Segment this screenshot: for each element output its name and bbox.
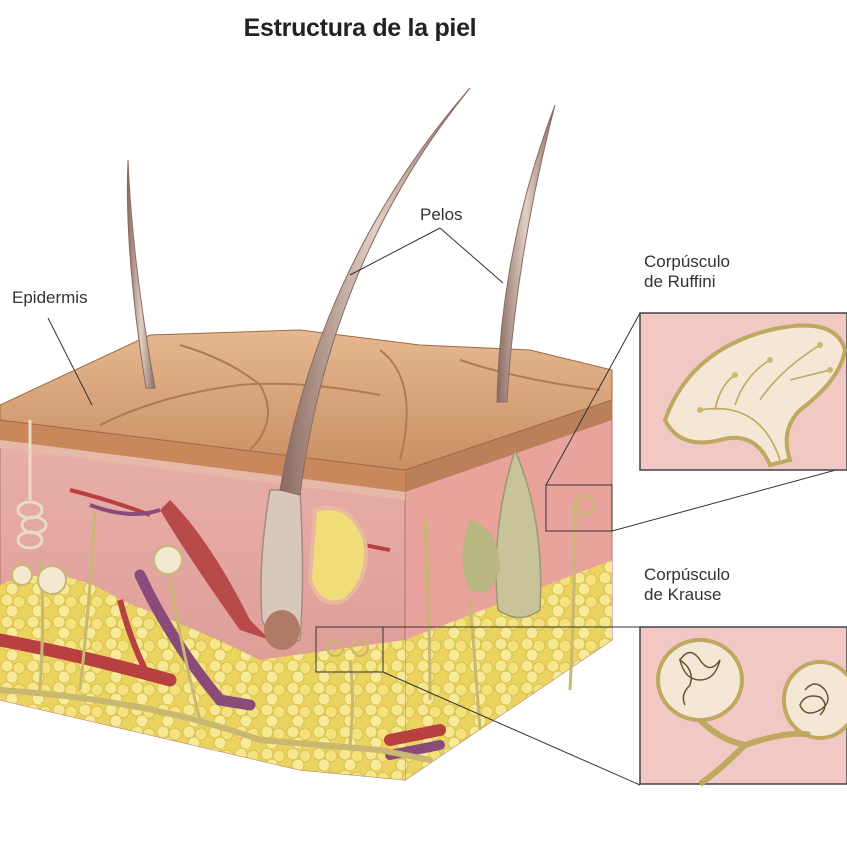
label-epidermis: Epidermis <box>12 288 88 307</box>
hair-main <box>279 87 471 496</box>
label-krause-line2: de Krause <box>644 584 722 604</box>
krause-inset <box>639 626 847 787</box>
side-fat-layer <box>405 560 612 780</box>
arrector-muscle <box>160 500 270 640</box>
hair-left <box>126 159 156 389</box>
gland-side <box>495 447 542 619</box>
label-krause-line1: Corpúsculo <box>644 565 730 584</box>
hair-right <box>496 104 556 403</box>
label-ruffini: Corpúsculo de Ruffini <box>644 252 730 291</box>
vein <box>134 569 256 711</box>
sweat-gland <box>16 420 48 550</box>
label-ruffini-line2: de Ruffini <box>644 271 716 291</box>
sebaceous-gland <box>307 506 368 605</box>
ruffini-inset <box>639 312 847 471</box>
label-krause: Corpúsculo de Krause <box>644 565 730 604</box>
ruffini-highlight-box <box>545 484 613 532</box>
label-pelos: Pelos <box>420 205 463 224</box>
label-ruffini-line1: Corpúsculo <box>644 252 730 271</box>
diagram-title: Estructura de la piel <box>243 14 477 42</box>
nerve <box>0 687 433 763</box>
